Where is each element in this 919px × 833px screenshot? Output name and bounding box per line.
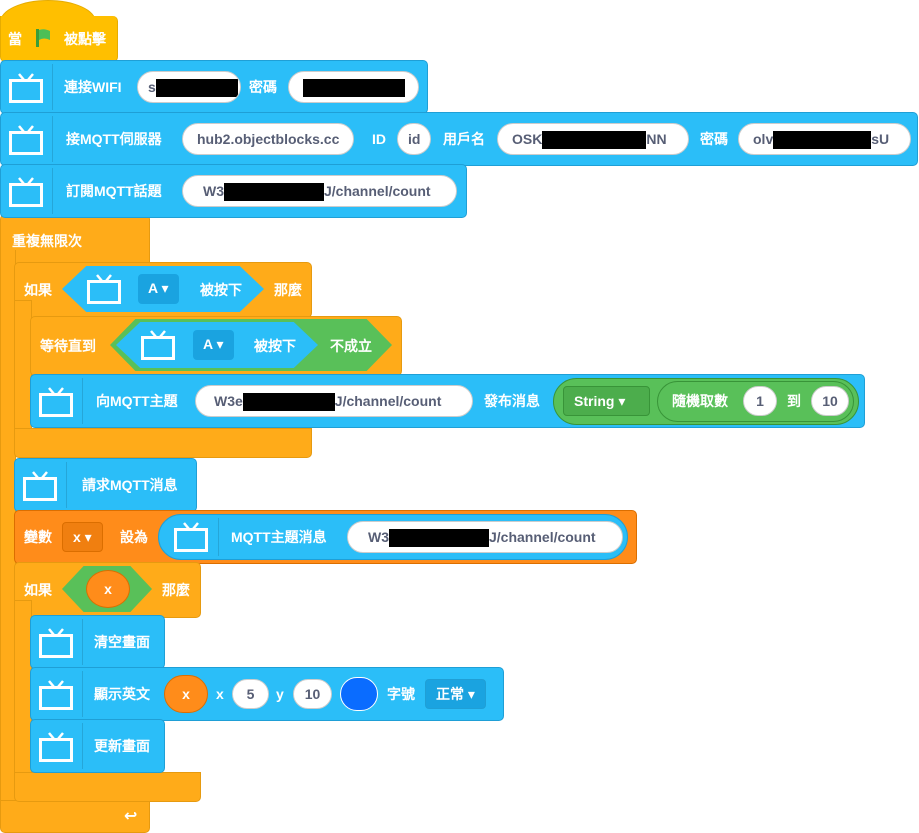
publish-message-label: 發布消息 (484, 393, 540, 409)
tv-icon (38, 627, 74, 659)
wifi-label: 連接WIFI (64, 79, 122, 95)
set-to-label: 設為 (120, 529, 148, 545)
mqtt-server-label: 接MQTT伺服器 (66, 131, 162, 147)
hat-clicked: 被點擊 (64, 31, 106, 47)
green-flag-icon (34, 28, 54, 53)
loop-arrow-icon: ↩ (124, 808, 138, 825)
button-dropdown[interactable]: A ▾ (193, 330, 234, 360)
x-label: x (216, 686, 224, 702)
topic-message-label: MQTT主題消息 (231, 529, 327, 545)
pressed-label: 被按下 (200, 282, 242, 298)
if1-bottom (14, 428, 312, 458)
clear-screen-block[interactable] (30, 615, 165, 669)
tv-icon (8, 72, 44, 104)
mqtt-password-label: 密碼 (700, 131, 728, 147)
x-input[interactable]: 5 (232, 679, 269, 709)
if1-label: 如果 (24, 282, 52, 298)
tv-icon (38, 679, 74, 711)
color-picker[interactable] (340, 677, 378, 711)
tv-icon (86, 273, 122, 305)
random-from-input[interactable]: 1 (743, 386, 777, 416)
show-label: 顯示英文 (94, 686, 150, 702)
variable-x-reporter[interactable]: x (86, 570, 130, 608)
variable-x-reporter[interactable]: x (164, 675, 208, 713)
publish-label: 向MQTT主題 (96, 393, 178, 409)
mqtt-id-label: ID (372, 131, 386, 147)
font-size-dropdown[interactable]: 正常 ▾ (425, 679, 486, 709)
button-dropdown[interactable]: A ▾ (138, 274, 179, 304)
tv-icon (8, 176, 44, 208)
variable-label: 變數 (24, 529, 52, 545)
subscribe-label: 訂閱MQTT話題 (66, 183, 162, 199)
then-label: 那麼 (162, 582, 190, 598)
then-label: 那麼 (274, 282, 302, 298)
random-to-input[interactable]: 10 (811, 386, 849, 416)
tv-icon (38, 731, 74, 763)
mqtt-user-label: 用戶名 (443, 131, 485, 147)
variable-dropdown[interactable]: x ▾ (62, 522, 103, 552)
to-label: 到 (787, 393, 801, 409)
type-dropdown[interactable]: String ▾ (563, 386, 650, 416)
forever-label: 重複無限次 (12, 233, 82, 249)
connect-mqtt-server-block[interactable] (0, 112, 918, 166)
update-screen-block[interactable] (30, 719, 165, 773)
wifi-password-input[interactable] (288, 71, 419, 103)
y-input[interactable]: 10 (293, 679, 332, 709)
tv-icon (8, 124, 44, 156)
font-size-label: 字號 (387, 686, 415, 702)
tv-icon (22, 470, 58, 502)
mqtt-id-input[interactable]: id (397, 123, 432, 155)
if2-label: 如果 (24, 582, 52, 598)
request-label: 請求MQTT消息 (82, 477, 178, 493)
request-mqtt-message-block[interactable] (14, 458, 197, 512)
mqtt-host-input[interactable]: hub2.objectblocks.cc (182, 123, 355, 155)
clear-label: 清空畫面 (94, 634, 150, 650)
when-flag-clicked-block[interactable] (0, 16, 118, 62)
y-label: y (276, 686, 284, 702)
wifi-ssid-input[interactable]: s (137, 71, 241, 103)
hat-when: 當 (8, 31, 22, 47)
tv-icon (38, 386, 74, 418)
random-label: 隨機取數 (672, 393, 728, 409)
if2-bottom (14, 772, 201, 802)
pressed-label: 被按下 (254, 338, 296, 354)
wait-until-label: 等待直到 (40, 338, 96, 354)
not-label: 不成立 (330, 338, 372, 354)
tv-icon (173, 521, 209, 553)
update-label: 更新畫面 (94, 738, 150, 754)
wifi-password-label: 密碼 (249, 79, 277, 95)
tv-icon (140, 329, 176, 361)
